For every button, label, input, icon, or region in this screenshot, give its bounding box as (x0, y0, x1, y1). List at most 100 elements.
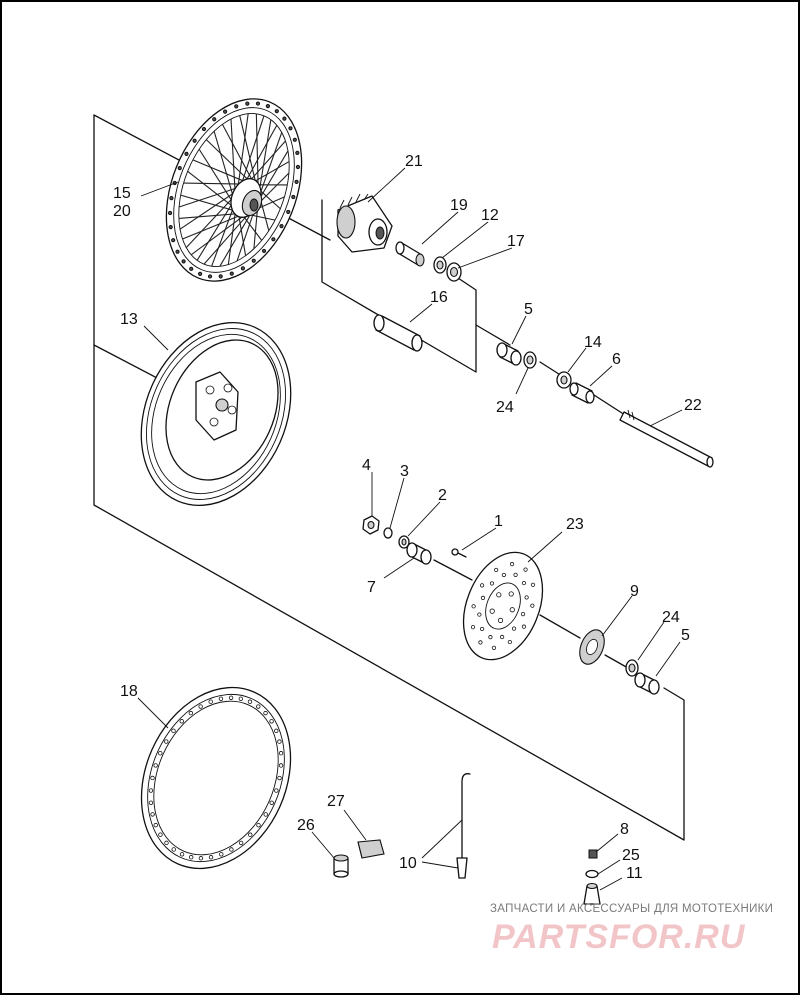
callout-10: 10 (399, 855, 417, 872)
cast-wheel (140, 322, 292, 506)
leader-lines (137, 167, 683, 891)
rim-hole (238, 696, 244, 701)
spoke (183, 182, 243, 185)
callout-27: 27 (327, 793, 345, 810)
spoke (190, 213, 248, 256)
rim-hole (278, 763, 284, 768)
rim-hole (229, 847, 234, 852)
callout-21: 21 (405, 153, 423, 170)
rim-hole (148, 788, 154, 793)
spoke (221, 124, 255, 184)
disc-hole (523, 567, 528, 572)
spacer-6 (569, 382, 595, 404)
callout-13: 13 (120, 311, 138, 328)
callout-7: 7 (367, 579, 376, 596)
rim-hole (256, 704, 261, 709)
rim-hole (292, 137, 297, 142)
rim-hole (291, 194, 296, 200)
disc-hole (478, 640, 483, 645)
rim-hole (269, 719, 274, 724)
rim-hole (171, 238, 176, 243)
disc-hole (501, 572, 506, 578)
spoke-and-nipple (456, 773, 471, 879)
rim-hole (218, 274, 223, 279)
rim-hole (179, 852, 185, 857)
callout-14: 14 (584, 334, 602, 351)
disc-hole (491, 645, 497, 650)
rim-hole (212, 117, 217, 122)
rim-hole (184, 151, 189, 156)
rim-hole (197, 271, 203, 277)
rim-hole (164, 840, 169, 846)
disc-hole (479, 583, 485, 588)
disc-hole (530, 603, 535, 608)
spoke (182, 213, 244, 240)
rim-hole (245, 101, 250, 106)
spoke (219, 207, 255, 267)
spoke (227, 210, 237, 265)
rim-hole (279, 224, 284, 229)
disc-hole (471, 604, 476, 609)
rim-hole (263, 710, 268, 716)
rim-hole (198, 856, 204, 861)
rim-hole (189, 266, 194, 271)
spacer-tube (395, 241, 425, 267)
rim-hole (265, 103, 271, 109)
callout-6: 6 (612, 351, 621, 368)
sleeve (373, 314, 423, 352)
spoke (258, 119, 272, 195)
spoke (239, 115, 257, 186)
valve-stem (583, 882, 601, 905)
callout-8: 8 (620, 821, 629, 838)
rim-hole (188, 710, 194, 716)
rim-hole (277, 775, 282, 781)
balance-weight (357, 839, 385, 859)
rim-hole (148, 800, 154, 805)
rim-hole (261, 248, 267, 254)
rim-hole (256, 822, 261, 828)
disc-hole (524, 595, 529, 600)
disc-hole (488, 635, 493, 640)
callout-22: 22 (684, 397, 702, 414)
spacer-5-lower (634, 672, 660, 695)
callout-12: 12 (481, 207, 499, 224)
rim (140, 686, 292, 870)
disc-hole (530, 582, 536, 587)
hub (336, 193, 393, 253)
disc-hole (521, 624, 527, 629)
rim-hole (153, 822, 158, 828)
rim-hole (234, 104, 239, 109)
watermark-tagline: ЗАПЧАСТИ И АКСЕССУАРЫ ДЛЯ МОТОТЕХНИКИ (490, 903, 773, 915)
spoke (240, 115, 265, 185)
callout-1: 1 (494, 513, 503, 530)
spoke (237, 213, 247, 256)
callout-24-upper: 24 (496, 399, 514, 416)
brake-disc (462, 551, 544, 661)
spoke (203, 210, 252, 265)
spoke (257, 188, 281, 210)
spoke (187, 170, 235, 208)
spoke (179, 191, 236, 230)
rim-hole (247, 699, 253, 704)
disc-hole (470, 625, 476, 630)
assembly-lines (93, 114, 685, 841)
disc-hole (489, 581, 495, 586)
rim-hole (263, 812, 268, 817)
callout-11: 11 (626, 865, 643, 882)
rim-hole (150, 812, 155, 817)
sleeve-26 (333, 854, 349, 878)
spoke (255, 113, 259, 190)
disc-hole (509, 562, 515, 567)
callout-15: 15 (113, 185, 131, 202)
disc-hole (479, 626, 485, 632)
rim-hole (168, 225, 173, 230)
spoke (178, 213, 240, 219)
rim-hole (223, 109, 228, 114)
rim-hole (181, 259, 186, 264)
rim-hole (271, 237, 276, 242)
spacer-5-upper (496, 342, 522, 366)
callout-19: 19 (450, 197, 468, 214)
callout-23: 23 (566, 516, 584, 533)
rim-hole (171, 728, 176, 734)
rim-hole (274, 109, 279, 114)
